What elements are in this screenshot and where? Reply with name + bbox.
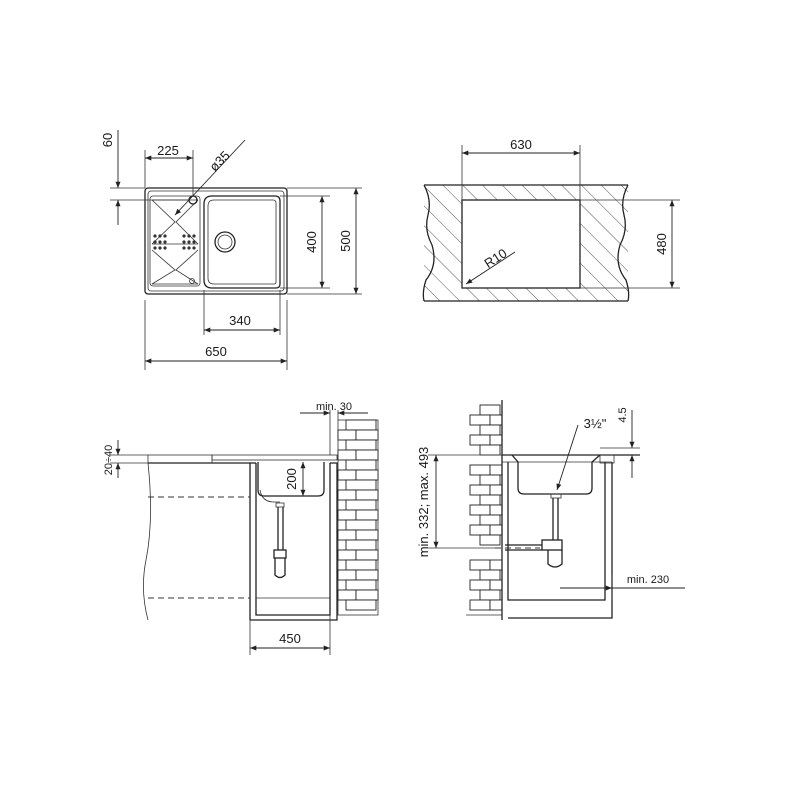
dim-tap-hole: ø35 — [206, 148, 232, 174]
front-view: 3½" 4.5 min. 332; max. 493 min. 230 — [416, 400, 685, 620]
dim-overall-width: 650 — [205, 344, 227, 359]
brick-wall — [337, 419, 379, 616]
drain-outer — [214, 231, 236, 253]
brick-wall-front — [466, 400, 503, 620]
dim-bowl-width: 340 — [229, 313, 251, 328]
dim-cabinet-min: min. 230 — [627, 574, 669, 586]
dim-top-offset: 60 — [100, 133, 115, 147]
bowl — [203, 195, 281, 289]
sink-outline — [144, 187, 288, 295]
drainer-area — [149, 195, 201, 287]
dim-overall-depth: 500 — [338, 230, 353, 252]
dim-drain-height: min. 332; max. 493 — [416, 447, 431, 558]
dim-waste-size: 3½" — [584, 416, 607, 431]
dim-wall-gap: min. 30 — [316, 401, 352, 413]
dim-cutout-width: 630 — [510, 137, 532, 152]
dim-worktop: 20÷40 — [103, 445, 115, 476]
top-view: 650 340 225 ø35 60 500 400 — [100, 130, 362, 370]
cutout-opening — [461, 199, 581, 289]
dim-corner-radius: R10 — [481, 245, 509, 271]
cutout-view: 630 480 R10 — [422, 137, 680, 302]
cabinet-side — [148, 462, 251, 620]
dim-cutout-depth: 480 — [654, 233, 669, 255]
dim-rim-height: 4.5 — [617, 407, 629, 422]
dim-drainer-width: 225 — [157, 143, 179, 158]
side-view: 200 — [103, 401, 379, 655]
dim-cabinet-width: 450 — [279, 631, 301, 646]
dim-bowl-height: 200 — [284, 468, 299, 490]
dim-bowl-depth: 400 — [304, 231, 319, 253]
